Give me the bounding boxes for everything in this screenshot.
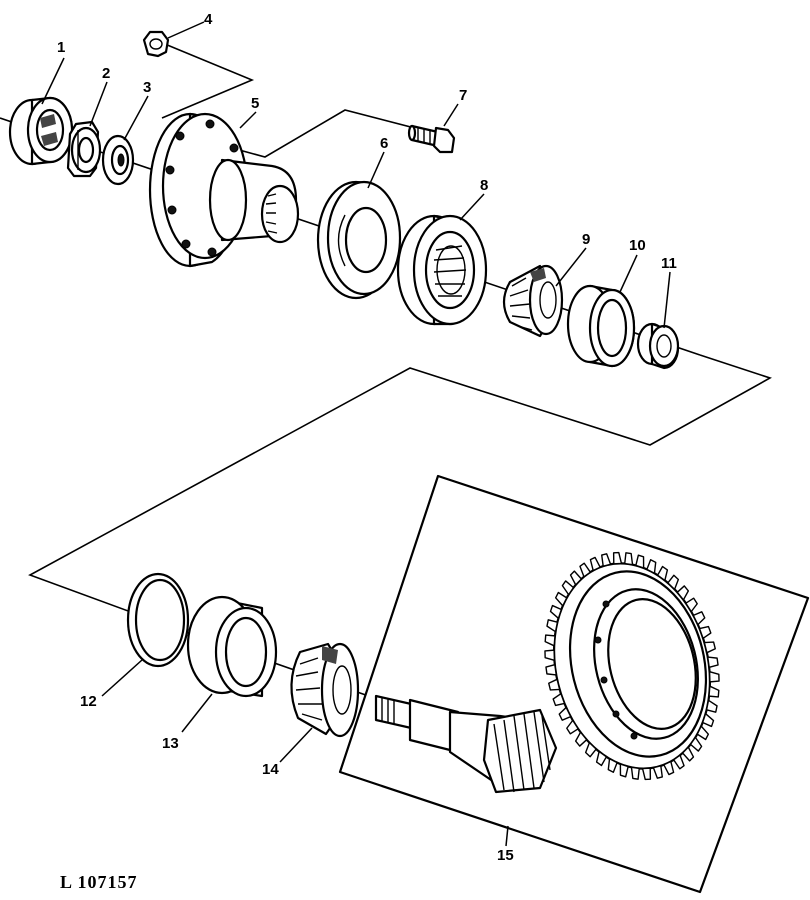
part-2-nut bbox=[66, 120, 102, 178]
ring-gear-tooth bbox=[601, 553, 612, 567]
ring-gear-tooth bbox=[566, 719, 579, 735]
ring-gear-tooth bbox=[589, 556, 601, 572]
callout-10: 10 bbox=[629, 237, 646, 254]
ring-gear-tooth bbox=[619, 763, 629, 778]
callout-5: 5 bbox=[251, 95, 260, 112]
ring-gear-tooth bbox=[703, 641, 716, 654]
ring-gear-tooth bbox=[689, 736, 703, 752]
part-10-bearing-cup bbox=[566, 284, 636, 368]
part-13-bearing-cup bbox=[186, 595, 278, 698]
ring-gear-tooth bbox=[685, 597, 698, 613]
ring-gear-tooth bbox=[612, 551, 623, 565]
callout-13: 13 bbox=[162, 735, 179, 752]
ring-gear-tooth bbox=[635, 554, 645, 569]
ring-gear-tooth bbox=[707, 656, 719, 668]
callout-2: 2 bbox=[102, 65, 111, 82]
ring-gear-tooth bbox=[696, 725, 710, 741]
ring-gear-tooth bbox=[544, 649, 556, 662]
callout-15: 15 bbox=[497, 847, 514, 864]
ring-gear-tooth bbox=[624, 552, 634, 566]
ring-gear-tooth bbox=[595, 750, 608, 767]
ring-gear-tooth bbox=[569, 570, 583, 586]
callout-4: 4 bbox=[204, 11, 213, 28]
ring-gear-tooth bbox=[630, 766, 640, 780]
ring-gear-tooth bbox=[672, 754, 685, 770]
figure-id: L 107157 bbox=[60, 872, 138, 892]
part-11-spacer-collar bbox=[636, 322, 680, 370]
ring-gear-tooth bbox=[646, 559, 657, 574]
callout-6: 6 bbox=[380, 135, 389, 152]
ring-gear-tooth bbox=[558, 706, 572, 721]
ring-gear-teeth bbox=[544, 551, 720, 781]
callout-1: 1 bbox=[57, 39, 66, 56]
part-3-washer bbox=[101, 134, 135, 186]
part-1-outer-seal bbox=[8, 96, 74, 166]
part-15-gear-set bbox=[338, 474, 810, 894]
ring-gear-tooth bbox=[579, 562, 592, 578]
ring-gear-tooth bbox=[546, 619, 559, 633]
bolt-axis bbox=[159, 41, 255, 119]
callout-8: 8 bbox=[480, 177, 489, 194]
part-9-bearing-cone bbox=[502, 264, 564, 338]
callout-14: 14 bbox=[262, 761, 279, 778]
ring-gear-tooth bbox=[548, 678, 561, 691]
ring-gear-tooth bbox=[561, 580, 575, 596]
ring-gear-tooth bbox=[681, 746, 695, 762]
part-14-bearing-cone bbox=[290, 642, 360, 738]
ring-gear-tooth bbox=[607, 758, 618, 773]
ring-gear-tooth bbox=[584, 741, 597, 758]
ring-gear-tooth bbox=[676, 585, 690, 601]
bolt7-axis bbox=[231, 109, 431, 158]
ring-gear-tooth bbox=[667, 574, 680, 591]
ring-gear-tooth bbox=[552, 692, 566, 707]
callout-3: 3 bbox=[143, 79, 152, 96]
ring-gear-tooth bbox=[652, 765, 663, 779]
callout-7: 7 bbox=[459, 87, 468, 104]
ring-gear-tooth bbox=[698, 625, 712, 640]
part-12-shim bbox=[126, 572, 190, 668]
callout-12: 12 bbox=[80, 693, 97, 710]
part-5-flange-coupling bbox=[148, 112, 300, 268]
ring-gear-tooth bbox=[545, 664, 557, 676]
ring-gear-tooth bbox=[554, 591, 568, 607]
ring-gear-tooth bbox=[701, 713, 715, 728]
ring-gear-tooth bbox=[549, 604, 563, 619]
part-6-shield-disc bbox=[316, 180, 402, 300]
ring-gear-tooth bbox=[663, 760, 675, 776]
callout-9: 9 bbox=[582, 231, 591, 248]
ring-gear-tooth bbox=[656, 565, 669, 582]
part-4-lock-nut bbox=[142, 30, 170, 58]
leader-lines bbox=[41, 21, 671, 847]
ring-gear-tooth bbox=[708, 685, 720, 698]
ring-gear-tooth bbox=[544, 634, 556, 647]
ring-gear-tooth bbox=[641, 767, 652, 781]
part-8-bearing-cup-seal bbox=[396, 214, 488, 326]
callout-11: 11 bbox=[661, 255, 677, 272]
ring-gear-tooth bbox=[708, 670, 720, 683]
ring-gear-tooth bbox=[574, 731, 588, 747]
part-7-bolt bbox=[407, 124, 456, 154]
ring-gear-tooth bbox=[692, 611, 706, 626]
ring-gear-tooth bbox=[705, 699, 718, 713]
